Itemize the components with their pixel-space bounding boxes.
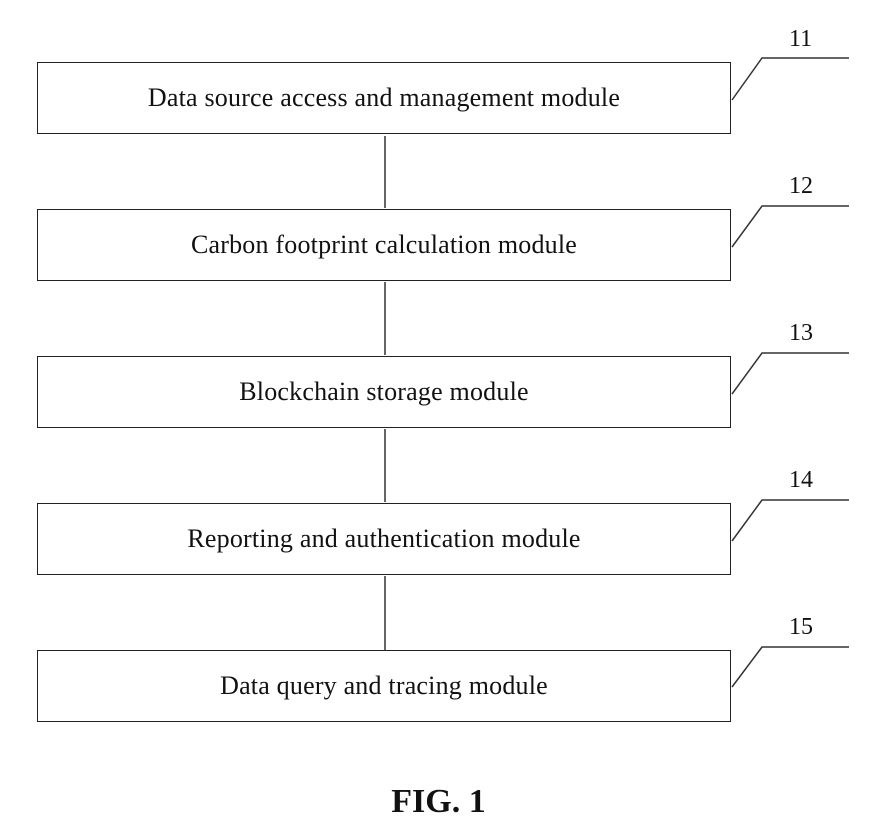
module-box-carbon-footprint-calculation: Carbon footprint calculation module [37, 209, 731, 281]
reference-numeral-15: 15 [789, 614, 829, 641]
leader-line-12 [732, 206, 849, 247]
figure-caption: FIG. 1 [0, 783, 877, 821]
module-label: Carbon footprint calculation module [191, 230, 577, 260]
leader-line-11 [732, 58, 849, 100]
module-box-reporting-authentication: Reporting and authentication module [37, 503, 731, 575]
reference-numeral-14: 14 [789, 467, 829, 494]
module-label: Reporting and authentication module [187, 524, 580, 554]
module-label: Data source access and management module [148, 83, 620, 113]
leader-line-15 [732, 647, 849, 687]
leader-line-14 [732, 500, 849, 541]
leader-line-13 [732, 353, 849, 394]
module-box-blockchain-storage: Blockchain storage module [37, 356, 731, 428]
module-box-data-source-access: Data source access and management module [37, 62, 731, 134]
module-label: Data query and tracing module [220, 671, 548, 701]
reference-numeral-12: 12 [789, 173, 829, 200]
module-label: Blockchain storage module [239, 377, 528, 407]
module-box-data-query-tracing: Data query and tracing module [37, 650, 731, 722]
reference-numeral-11: 11 [789, 26, 829, 53]
reference-numeral-13: 13 [789, 320, 829, 347]
